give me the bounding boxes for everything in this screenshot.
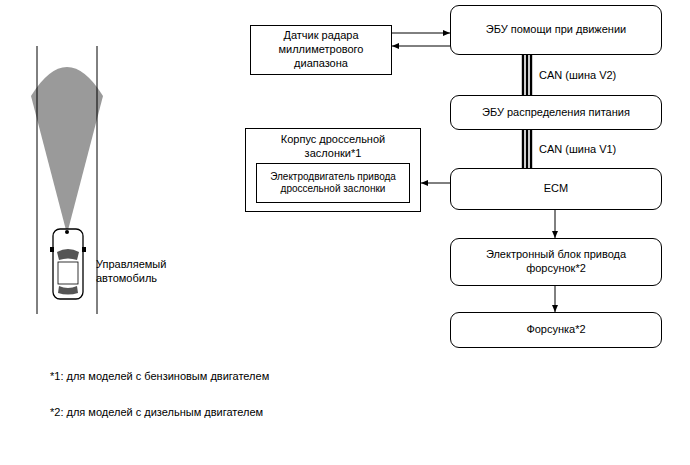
vehicle-label: Управляемый автомобиль (96, 257, 206, 286)
radar-sector (31, 67, 103, 234)
driver-box: Электронный блок привода форсунок*2 (450, 238, 662, 286)
node-text: Электронный блок привода форсунок*2 (457, 248, 655, 276)
can-bus (523, 130, 531, 168)
node-text: ECM (544, 182, 568, 196)
node-text: Корпус дроссельной заслонки*1 (252, 133, 414, 161)
bus-label: CAN (шина V2) (539, 68, 616, 82)
car-top-view (50, 229, 86, 299)
housing-box: Корпус дроссельной заслонки*1Электродвиг… (245, 128, 421, 212)
signal-arrow (392, 46, 450, 47)
node-text: Форсунка*2 (526, 323, 585, 337)
motor-box: Электродвигатель привода дроссельной зас… (256, 163, 410, 203)
bus-label: CAN (шина V1) (539, 142, 616, 156)
footnote: *2: для моделей с дизельным двигателем (50, 405, 450, 419)
sensor-box: Датчик радара миллиметрового диапазона (250, 25, 392, 75)
signal-arrow (392, 33, 450, 34)
node-text: Электродвигатель привода дроссельной зас… (263, 171, 403, 196)
node-text: Датчик радара миллиметрового диапазона (257, 29, 385, 70)
node-text: ЭБУ помощи при движении (486, 23, 626, 37)
road-line (37, 46, 38, 314)
ecu-box: ЭБУ распределения питания (450, 95, 662, 130)
ecm-box: ECM (450, 168, 662, 210)
ecu-box: ЭБУ помощи при движении (450, 5, 662, 55)
signal-arrow (555, 286, 556, 312)
signal-arrow (555, 210, 556, 238)
signal-arrow (421, 183, 450, 184)
injector-box: Форсунка*2 (450, 312, 662, 348)
footnote: *1: для моделей с бензиновым двигателем (50, 369, 450, 383)
node-text: ЭБУ распределения питания (482, 106, 630, 120)
can-bus (523, 55, 531, 95)
